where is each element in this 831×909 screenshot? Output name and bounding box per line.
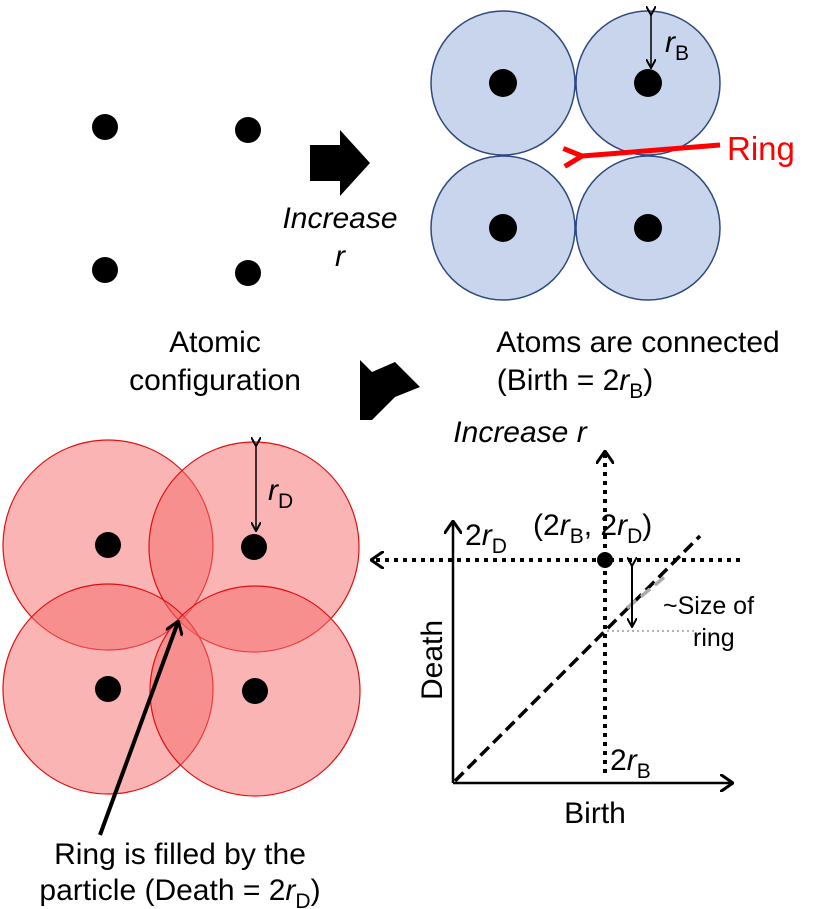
persistence-diagram <box>372 452 740 783</box>
increase-r-label-2: r <box>335 240 346 273</box>
rd-label: rD <box>268 474 293 513</box>
y-tick-label: 2rD <box>465 519 507 558</box>
atom-dot <box>235 260 261 286</box>
increase-r-label-1: Increase <box>282 202 397 235</box>
atomic-config-label-1: Atomic <box>169 326 261 359</box>
diagonal-line <box>453 534 702 783</box>
connected-atoms <box>430 10 721 301</box>
atom-dot <box>92 114 118 140</box>
atomic-config-label-2: configuration <box>129 364 301 397</box>
x-tick-label: 2rB <box>610 744 651 783</box>
x-axis-label: Birth <box>564 797 626 830</box>
filled-label-2: particle (Death = 2rD) <box>39 874 320 909</box>
atom-dot <box>92 257 118 283</box>
right-arrow-icon <box>310 130 370 196</box>
particle-arrow <box>98 622 178 836</box>
ring-label: Ring <box>727 130 795 167</box>
point-label: (2rB, 2rD) <box>533 509 652 548</box>
down-left-arrow-icon <box>360 360 420 420</box>
rb-label: rB <box>665 26 689 65</box>
atom-dot <box>235 117 261 143</box>
increase-r-label-3: Increase r <box>453 416 587 449</box>
size-label-1: ~Size of <box>663 592 754 620</box>
atomic-configuration <box>92 114 261 286</box>
filled-label-1: Ring is filled by the <box>54 838 306 871</box>
y-axis-label: Death <box>416 620 449 700</box>
connected-label: Atoms are connected <box>496 326 780 359</box>
ring-arrow <box>582 142 721 156</box>
birth-label: (Birth = 2rB) <box>497 364 654 403</box>
size-label-2: ring <box>693 624 735 652</box>
persistence-point <box>597 552 613 568</box>
filled-ring-atoms <box>2 439 361 797</box>
